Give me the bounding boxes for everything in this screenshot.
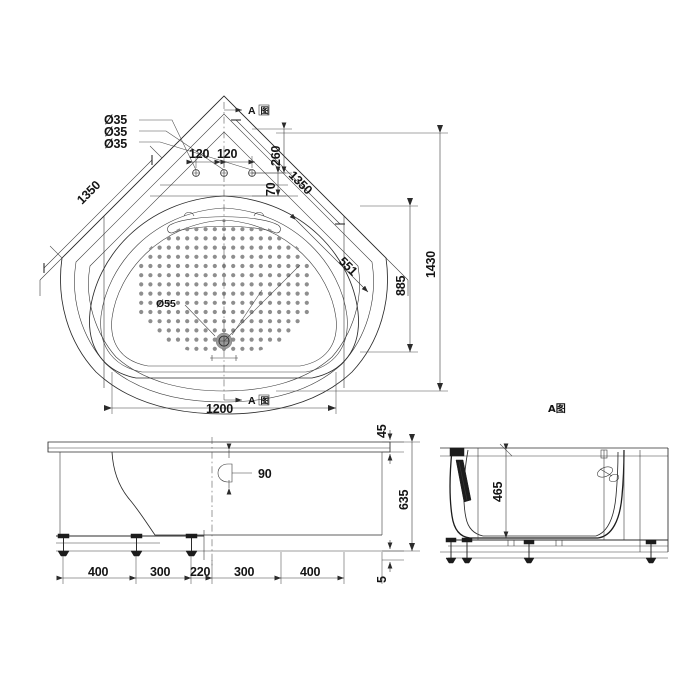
- dim-885: 885: [394, 275, 408, 296]
- dim-1350-left: 1350: [74, 178, 103, 207]
- side-floor-hatch: [507, 540, 563, 546]
- dim-885-group: 885: [360, 198, 418, 353]
- side-foot-1: [445, 537, 457, 564]
- side-outer-shell: [440, 448, 669, 553]
- hole-label-3: Ø35: [104, 137, 127, 151]
- side-dim-465-group: 465: [491, 443, 513, 538]
- dim-120-group: 120 120: [186, 147, 255, 168]
- dim-551: 551: [336, 254, 360, 278]
- overflow-detail: [210, 355, 238, 361]
- dim-1350-left-group: 1350: [43, 145, 163, 273]
- side-basin-bottom: [470, 535, 598, 539]
- side-foot-4: [645, 539, 657, 564]
- front-dim-45-group: 45: [375, 424, 404, 464]
- tub-outer-rim: [60, 95, 388, 415]
- front-dim-400-a: 400: [88, 565, 109, 579]
- hole-leaders: [139, 119, 253, 171]
- dim-260: 260: [269, 145, 283, 166]
- front-dim-220: 220: [190, 565, 211, 579]
- section-letter-top: A: [248, 105, 256, 117]
- plan-view: Ø55 Ø35 Ø35 Ø35: [39, 95, 448, 416]
- section-glyph-top: 图: [261, 106, 270, 116]
- hole-label-1: Ø35: [104, 113, 127, 127]
- dim-120-right: 120: [217, 147, 238, 161]
- front-elevation-view: 90 45 635 5: [47, 424, 420, 584]
- dim-1430: 1430: [424, 251, 438, 278]
- front-dim-635-group: 635: [390, 434, 420, 552]
- side-adjustable-feet: [445, 537, 657, 564]
- drain-leader: [184, 289, 263, 337]
- dim-70-group: 70: [252, 166, 286, 197]
- side-right-wall: [595, 449, 625, 539]
- dim-1200: 1200: [206, 402, 233, 416]
- section-letter-bottom: A: [248, 395, 256, 407]
- side-section-view: A图: [440, 403, 669, 564]
- foot-2: [130, 533, 143, 557]
- section-marker-top: A 图: [224, 104, 270, 117]
- foot-3: [185, 533, 198, 557]
- side-view-title: A图: [548, 403, 566, 415]
- front-support-frame: [56, 530, 390, 560]
- front-dim-90: 90: [258, 467, 272, 481]
- front-adjustable-feet: [57, 533, 198, 557]
- hole-label-2: Ø35: [104, 125, 127, 139]
- dim-1430-group: 1430: [276, 125, 448, 392]
- dim-1350-right: 1350: [286, 168, 315, 197]
- front-dim-635: 635: [397, 489, 411, 510]
- front-dim-400-b: 400: [300, 565, 321, 579]
- front-dim-300-b: 300: [234, 565, 255, 579]
- front-bottom-dim-chain: 400 300 220 300 400: [56, 552, 383, 584]
- side-grab-handle: [597, 466, 620, 483]
- side-top-rim: [440, 447, 668, 457]
- drain-label: Ø55: [156, 298, 176, 310]
- side-support-frame: [448, 539, 668, 559]
- front-dim-90-group: 90: [226, 443, 272, 495]
- dim-551-group: 551: [223, 213, 369, 342]
- dim-120-left: 120: [189, 147, 210, 161]
- side-vertical-posts: [477, 448, 608, 540]
- front-overflow-handle: [217, 463, 252, 483]
- side-dim-465: 465: [491, 481, 505, 502]
- front-dim-45: 45: [375, 424, 389, 438]
- front-body: [59, 451, 383, 536]
- front-top-rim: [47, 441, 391, 453]
- dim-260-group: 260: [252, 122, 292, 174]
- side-left-wall: [449, 447, 484, 539]
- side-foot-2: [461, 537, 473, 564]
- dim-70: 70: [264, 182, 278, 196]
- dim-1200-group: 1200: [104, 372, 337, 416]
- section-glyph-bottom: 图: [261, 396, 270, 406]
- front-dim-5-group: 5: [375, 540, 404, 583]
- foot-1: [57, 533, 70, 557]
- front-dim-300-a: 300: [150, 565, 171, 579]
- side-foot-3: [523, 539, 535, 564]
- massage-jet-grid: [139, 220, 309, 351]
